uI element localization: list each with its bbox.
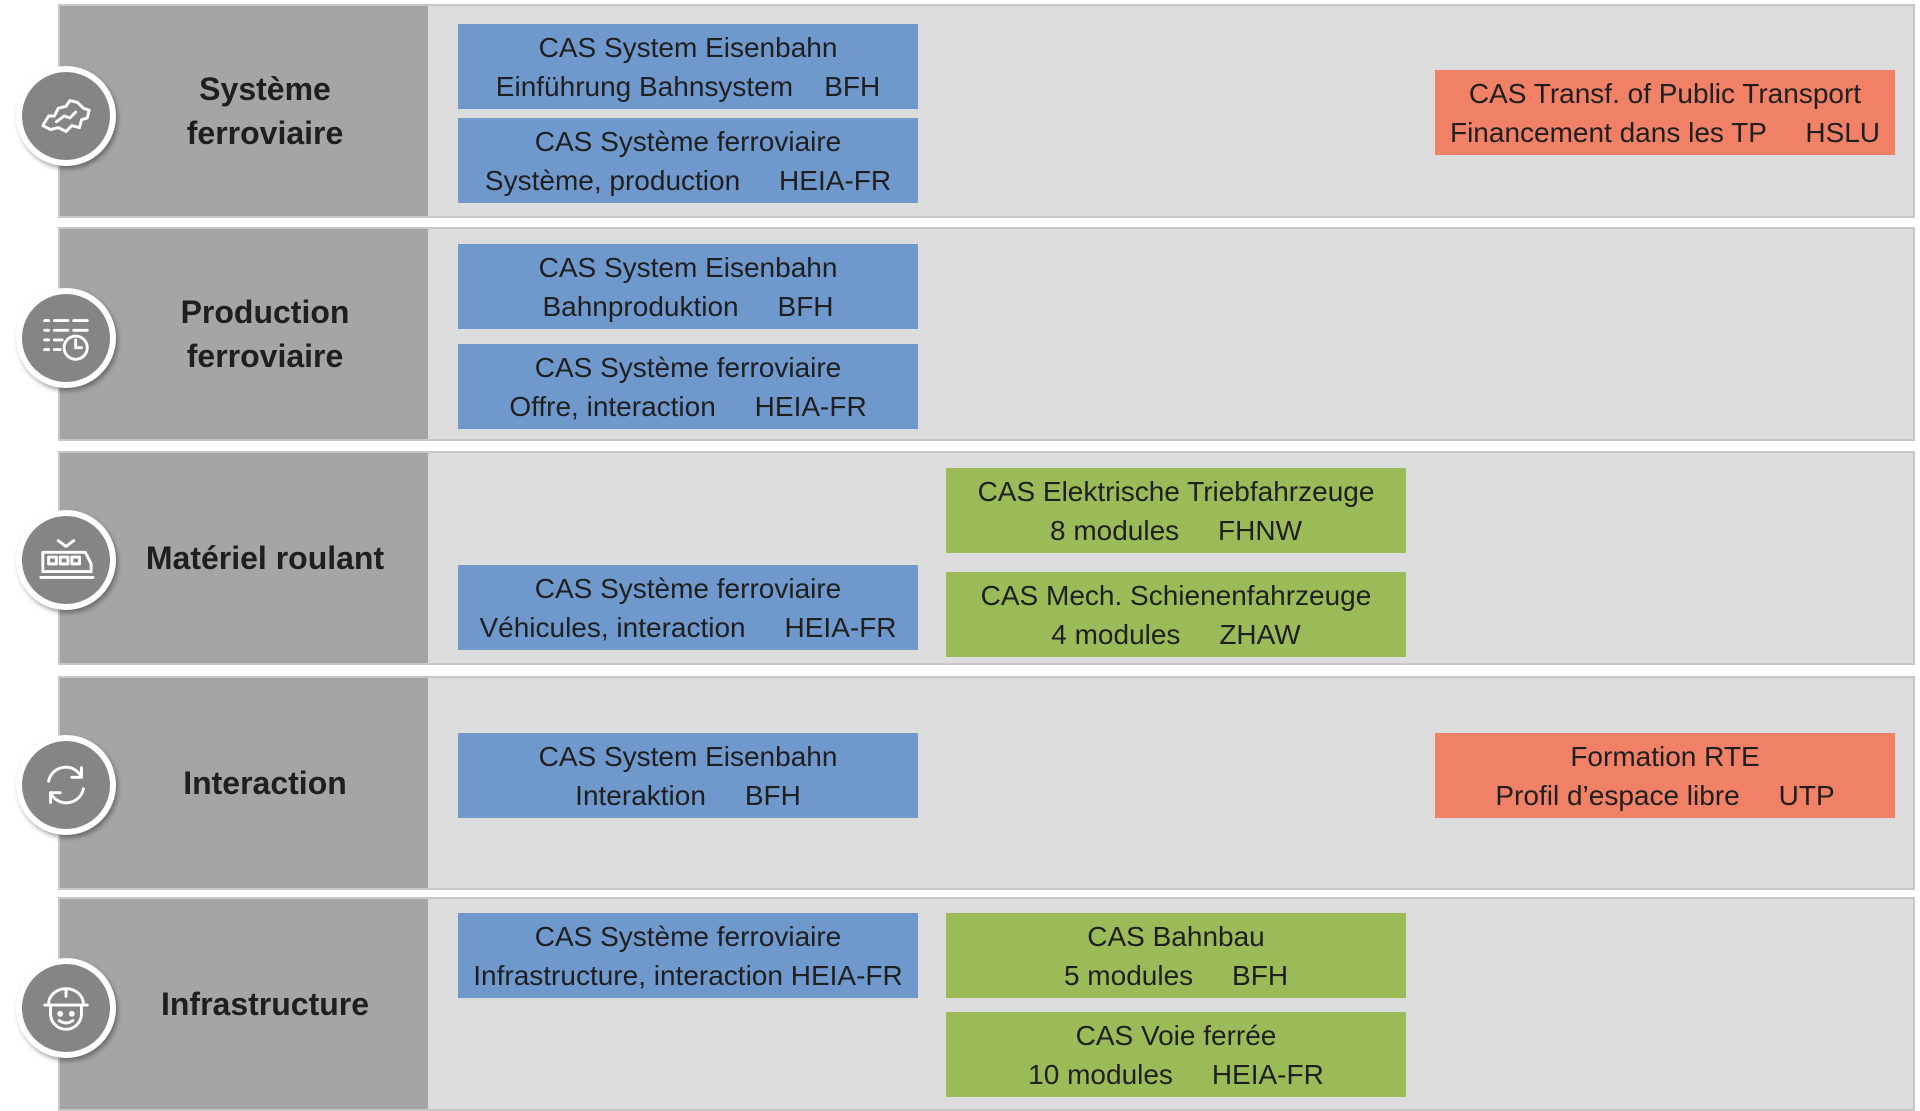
schedule-clock-icon	[16, 288, 116, 388]
course-box-system-eisenbahn-interaktion: CAS System Eisenbahn Interaktion BFH	[458, 733, 918, 818]
course-title: CAS Voie ferrée	[1075, 1019, 1277, 1051]
train-icon	[16, 510, 116, 610]
course-title: CAS System Eisenbahn	[538, 31, 838, 63]
course-detail: 5 modules BFH	[1063, 959, 1289, 991]
course-box-system-eisenbahn-bahnproduktion: CAS System Eisenbahn Bahnproduktion BFH	[458, 244, 918, 329]
course-detail: Financement dans les TP HSLU	[1449, 116, 1881, 148]
course-detail: Einführung Bahnsystem BFH	[495, 70, 881, 102]
course-title: CAS Transf. of Public Transport	[1468, 77, 1862, 109]
row-label: Infrastructure	[160, 986, 370, 1022]
course-title: CAS Système ferroviaire	[534, 920, 842, 952]
course-title: CAS Système ferroviaire	[534, 125, 842, 157]
course-title: CAS Elektrische Triebfahrzeuge	[977, 475, 1375, 507]
course-detail: Interaktion BFH	[575, 779, 801, 811]
row-label: Interaction	[183, 765, 347, 801]
row-label: Matériel roulant	[145, 540, 385, 576]
course-detail: 8 modules FHNW	[1049, 514, 1303, 546]
course-detail: Bahnproduktion BFH	[542, 290, 834, 322]
course-box-voie-ferree: CAS Voie ferrée 10 modules HEIA-FR	[946, 1012, 1406, 1097]
course-detail: Infrastructure, interaction HEIA-FR	[473, 959, 903, 991]
switzerland-map-icon	[16, 66, 116, 166]
row-header	[60, 899, 428, 1109]
course-title: CAS Bahnbau	[1087, 920, 1265, 952]
course-box-mech-schienenfahrzeuge: CAS Mech. Schienenfahrzeuge 4 modules ZH…	[946, 572, 1406, 657]
course-title: CAS Système ferroviaire	[534, 351, 842, 383]
row-label: Système ferroviaire	[186, 71, 344, 151]
row-header	[60, 6, 428, 216]
course-title: CAS System Eisenbahn	[538, 251, 838, 283]
course-detail: 10 modules HEIA-FR	[1028, 1058, 1324, 1090]
course-box-systeme-ferroviaire-offre: CAS Système ferroviaire Offre, interacti…	[458, 344, 918, 429]
course-box-systeme-ferroviaire-vehicules: CAS Système ferroviaire Véhicules, inter…	[458, 565, 918, 650]
course-box-systeme-ferroviaire-production: CAS Système ferroviaire Système, product…	[458, 118, 918, 203]
course-detail: 4 modules ZHAW	[1051, 618, 1301, 650]
course-title: CAS Système ferroviaire	[534, 572, 842, 604]
row-header	[60, 229, 428, 439]
row-label: Production ferroviaire	[180, 294, 350, 374]
course-detail: Offre, interaction HEIA-FR	[509, 390, 867, 422]
course-box-systeme-ferroviaire-infrastructure: CAS Système ferroviaire Infrastructure, …	[458, 913, 918, 998]
course-title: CAS System Eisenbahn	[538, 740, 838, 772]
course-box-bahnbau: CAS Bahnbau 5 modules BFH	[946, 913, 1406, 998]
row-production-ferroviaire: Production ferroviaire	[60, 229, 1913, 439]
row-header	[60, 453, 428, 663]
worker-helmet-icon	[16, 958, 116, 1058]
course-detail: Profil d’espace libre UTP	[1495, 779, 1835, 811]
course-box-formation-rte: Formation RTE Profil d’espace libre UTP	[1435, 733, 1895, 818]
course-detail: Véhicules, interaction HEIA-FR	[479, 611, 897, 643]
course-title: CAS Mech. Schienenfahrzeuge	[980, 579, 1372, 611]
course-box-system-eisenbahn-einfuehrung: CAS System Eisenbahn Einführung Bahnsyst…	[458, 24, 918, 109]
refresh-cycle-icon	[16, 735, 116, 835]
row-header	[60, 678, 428, 888]
course-detail: Système, production HEIA-FR	[484, 164, 892, 196]
course-box-elektrische-triebfahrzeuge: CAS Elektrische Triebfahrzeuge 8 modules…	[946, 468, 1406, 553]
course-box-transf-public-transport: CAS Transf. of Public Transport Financem…	[1435, 70, 1895, 155]
course-title: Formation RTE	[1570, 740, 1760, 772]
